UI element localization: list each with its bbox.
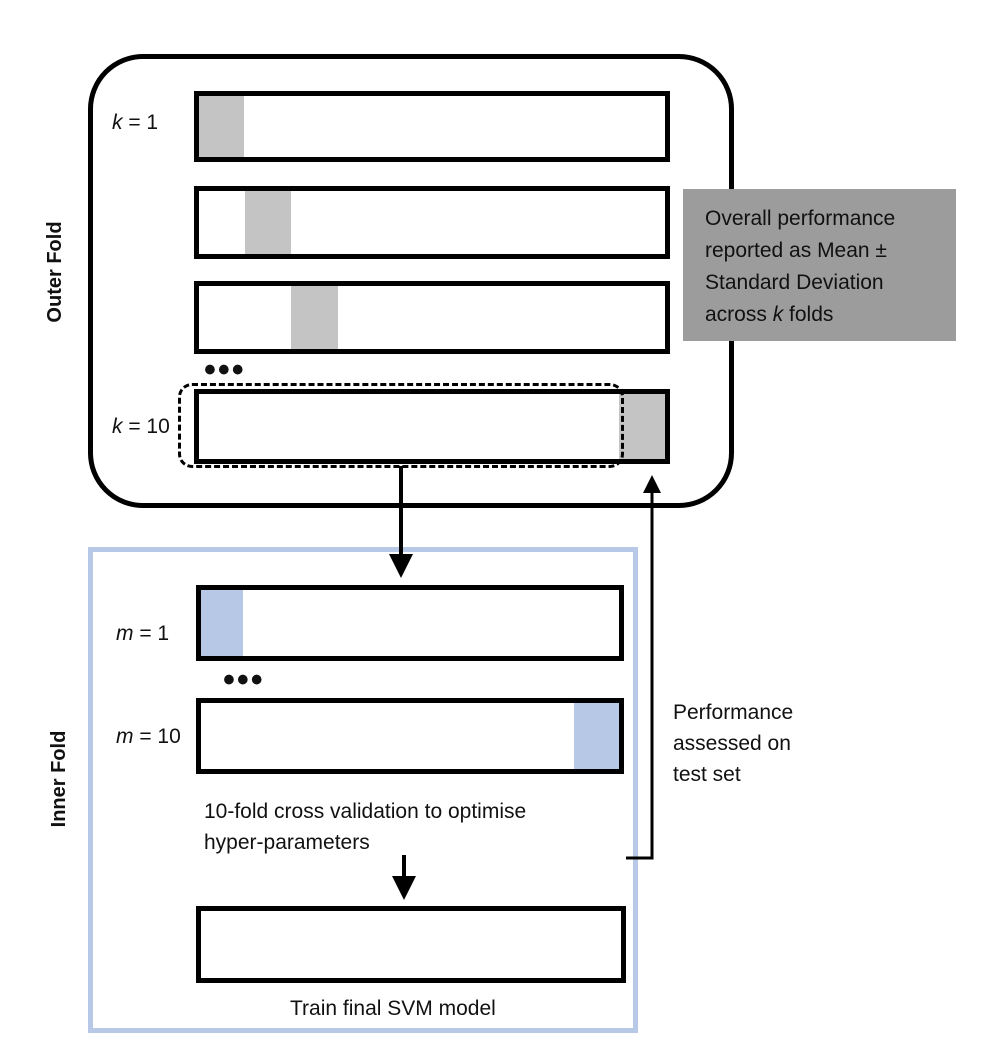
k10-eq: = 10 — [122, 415, 170, 438]
final-model-label: Train final SVM model — [290, 997, 496, 1020]
summary-line-3: Standard Deviation — [705, 271, 884, 294]
performance-note-line-3: test set — [673, 763, 741, 786]
summary-line-4-var: k — [772, 303, 784, 326]
k1-eq: = 1 — [122, 111, 159, 134]
inner-fold-bar-10 — [196, 698, 624, 774]
outer-fold-bar-3 — [194, 281, 670, 354]
arrow-final-to-test — [626, 475, 661, 860]
k10-label: k = 10 — [112, 415, 170, 439]
summary-line-4-pre: across — [705, 303, 773, 326]
performance-note-line-2: assessed on — [673, 732, 791, 755]
outer-fold-bar-2 — [194, 186, 670, 259]
inner-fold-container — [88, 547, 638, 1033]
test-segment — [619, 394, 665, 459]
m1-var: m — [116, 622, 134, 645]
performance-note: Performance assessed on test set — [673, 697, 793, 790]
k10-var: k — [112, 415, 123, 438]
inner-fold-bar-1 — [196, 585, 624, 661]
summary-line-2: reported as Mean ± — [705, 239, 887, 262]
performance-note-line-1: Performance — [673, 701, 794, 724]
summary-line-4: across k folds — [705, 299, 934, 331]
k1-var: k — [112, 111, 123, 134]
final-model-bar — [196, 906, 626, 983]
m10-var: m — [116, 725, 134, 748]
k1-label: k = 1 — [112, 111, 158, 135]
test-segment — [199, 96, 244, 157]
summary-box: Overall performance reported as Mean ± S… — [683, 189, 956, 341]
cv-description-line-1: 10-fold cross validation to optimise — [204, 800, 527, 823]
m1-eq: = 1 — [133, 622, 170, 645]
test-segment — [245, 191, 291, 254]
m1-label: m = 1 — [116, 622, 169, 646]
test-segment — [291, 286, 338, 349]
outer-fold-bar-1 — [194, 91, 670, 162]
m10-label: m = 10 — [116, 725, 181, 749]
summary-line-1: Overall performance — [705, 207, 896, 230]
m10-eq: = 10 — [133, 725, 181, 748]
cv-description: 10-fold cross validation to optimise hyp… — [204, 796, 526, 858]
validation-segment — [574, 703, 619, 769]
outer-fold-bar-10 — [194, 389, 670, 464]
cv-description-line-2: hyper-parameters — [204, 831, 370, 854]
validation-segment — [201, 590, 243, 656]
summary-line-4-post: folds — [783, 303, 834, 326]
